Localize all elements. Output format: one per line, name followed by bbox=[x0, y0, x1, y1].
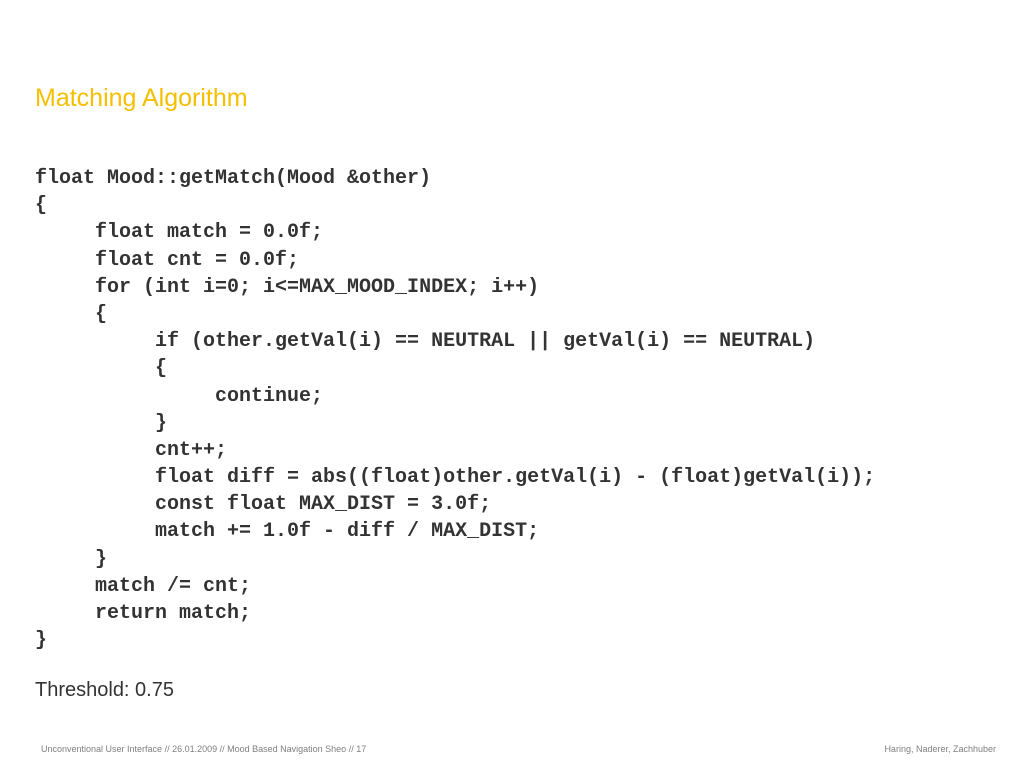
code-line: } bbox=[35, 629, 48, 653]
code-line: match /= cnt; bbox=[35, 574, 252, 598]
footer-info: Unconventional User Interface // 26.01.2… bbox=[41, 744, 367, 754]
code-line: } bbox=[35, 547, 108, 571]
code-line: float match = 0.0f; bbox=[35, 221, 324, 245]
code-line: { bbox=[35, 357, 168, 381]
code-line: if (other.getVal(i) == NEUTRAL || getVal… bbox=[35, 330, 816, 354]
code-block: float Mood::getMatch(Mood &other){ float… bbox=[35, 165, 875, 654]
code-line: float diff = abs((float)other.getVal(i) … bbox=[35, 466, 876, 490]
code-line: { bbox=[35, 302, 108, 326]
code-line: match += 1.0f - diff / MAX_DIST; bbox=[35, 520, 540, 544]
footer-authors: Haring, Naderer, Zachhuber bbox=[884, 744, 996, 754]
code-line: continue; bbox=[35, 384, 324, 408]
code-line: return match; bbox=[35, 602, 252, 625]
threshold-text: Threshold: 0.75 bbox=[35, 679, 174, 701]
code-line: { bbox=[35, 194, 48, 218]
code-line: float cnt = 0.0f; bbox=[35, 248, 300, 272]
code-line: cnt++; bbox=[35, 438, 228, 462]
slide-title: Matching Algorithm bbox=[35, 84, 248, 112]
code-line: const float MAX_DIST = 3.0f; bbox=[35, 493, 492, 517]
code-line: } bbox=[35, 411, 168, 435]
code-line: float Mood::getMatch(Mood &other) bbox=[35, 167, 432, 190]
code-line: for (int i=0; i<=MAX_MOOD_INDEX; i++) bbox=[35, 275, 540, 299]
